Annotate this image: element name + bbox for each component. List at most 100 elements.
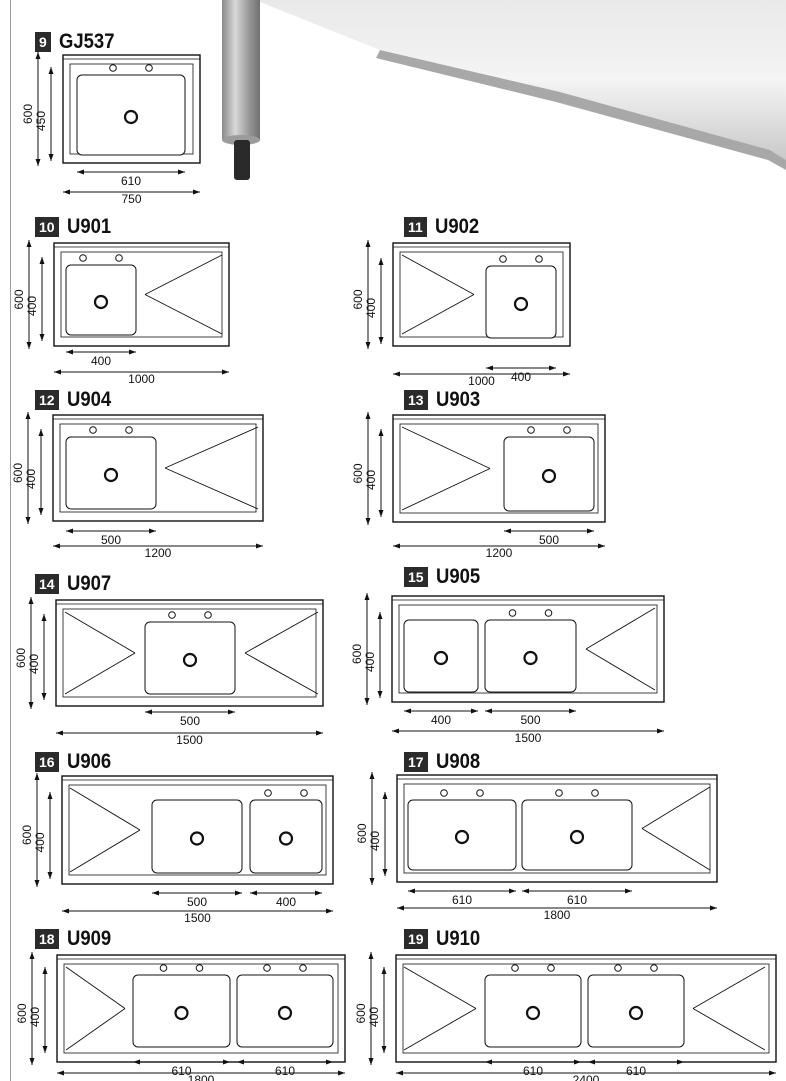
drainboard-groove (244, 611, 319, 654)
bowl (249, 799, 323, 874)
drainboard-groove (403, 1008, 477, 1051)
drainboard-groove (401, 254, 475, 295)
item-header: 19 U910 (404, 927, 486, 951)
depth-dimension-arrow-bottom (365, 342, 371, 349)
tap-hole (263, 964, 271, 972)
bowl-depth-dimension-arrow-top (39, 257, 45, 264)
depth-dimension-arrow-bottom (34, 880, 40, 887)
depth-dimension-arrow-top (29, 952, 35, 959)
length-dimension-arrow-right (316, 730, 323, 736)
depth-label: 600 (351, 463, 365, 483)
drainboard-groove (69, 829, 141, 873)
depth-dimension-arrow-bottom (26, 342, 32, 349)
inner-rim (62, 608, 317, 698)
item-number-badge: 19 (404, 929, 428, 949)
bowl-width-dimension-arrow-left (485, 1059, 492, 1065)
inner-rim (398, 604, 658, 694)
model-code: U910 (435, 927, 480, 950)
bowl-width-label: 400 (511, 370, 531, 384)
drain-hole (569, 829, 585, 845)
bowl-depth-label: 450 (34, 111, 48, 131)
depth-label: 600 (21, 104, 35, 124)
length-label: 750 (121, 192, 141, 206)
model-code: U904 (66, 388, 111, 411)
bowl (485, 265, 557, 339)
bowl-width-label: 400 (276, 895, 296, 909)
tap-hole (89, 426, 97, 434)
tap-hole (511, 964, 519, 972)
drainboard-groove (692, 966, 766, 1009)
length-dimension-arrow-left (54, 369, 61, 375)
model-code: U908 (435, 750, 480, 773)
length-label: 1500 (184, 911, 211, 925)
length-label: 1500 (515, 731, 542, 745)
inner-rim (402, 963, 770, 1054)
bowl-depth-dimension-arrow-top (48, 67, 54, 74)
tap-hole (204, 611, 212, 619)
length-dimension-arrow-left (393, 371, 400, 377)
depth-label: 600 (12, 289, 26, 309)
bowl (76, 74, 186, 156)
bowl-depth-label: 400 (27, 654, 41, 674)
inner-rim (399, 423, 599, 514)
bowl (403, 619, 479, 693)
tap-hole (115, 254, 123, 262)
depth-label: 600 (350, 644, 364, 664)
bowl-width-label: 610 (452, 893, 472, 907)
inner-rim (403, 783, 711, 874)
length-dimension-arrow-left (62, 908, 69, 914)
depth-dimension-arrow-top (364, 593, 370, 600)
bowl-width-dimension-arrow-left (588, 1059, 595, 1065)
tap-hole (547, 964, 555, 972)
bowl-width-label: 400 (91, 354, 111, 368)
drainboard-groove (641, 828, 711, 871)
bowl-depth-dimension-arrow-bottom (42, 1046, 48, 1053)
drainboard-groove (144, 254, 223, 295)
drainboard-groove (164, 426, 259, 469)
depth-label: 600 (351, 289, 365, 309)
length-dimension-arrow-right (222, 369, 229, 375)
drain-hole (433, 650, 449, 666)
length-dimension-arrow-left (393, 543, 400, 549)
depth-dimension-arrow-bottom (29, 1058, 35, 1065)
tap-hole (476, 789, 484, 797)
bowl-depth-dimension-arrow-bottom (41, 693, 47, 700)
drain-hole (123, 109, 139, 125)
bowl-width-label: 610 (275, 1064, 295, 1078)
model-code: U909 (66, 927, 111, 950)
drainboard-groove (585, 648, 656, 691)
drain-hole (523, 650, 538, 666)
bowl-width-label: 610 (171, 1064, 191, 1078)
depth-label: 600 (355, 823, 369, 843)
leg-foot (234, 140, 250, 180)
drainboard-groove (164, 467, 259, 510)
bowl-width-dimension-arrow-right (315, 890, 322, 896)
bowl-depth-label: 400 (28, 1007, 42, 1027)
tap-hole (264, 789, 272, 797)
drainboard-groove (401, 294, 475, 335)
bowl (503, 436, 595, 512)
tap-hole (555, 789, 563, 797)
bowl-width-dimension-arrow-right (129, 349, 136, 355)
length-dimension-arrow-right (326, 908, 333, 914)
bowl-depth-label: 400 (363, 652, 377, 672)
length-label: 1800 (544, 908, 571, 922)
tap-hole (614, 964, 622, 972)
bowl-width-dimension-arrow-right (326, 1059, 333, 1065)
bowl (484, 619, 577, 693)
drain-hole (541, 468, 557, 484)
tap-hole (195, 964, 204, 972)
drain-hole (628, 1005, 644, 1021)
item-number-badge: 11 (404, 217, 427, 237)
bowl-depth-dimension-arrow-top (38, 429, 44, 436)
model-code: U905 (435, 565, 480, 588)
worktop-surface (255, 0, 786, 160)
bowl-width-dimension-arrow-left (522, 888, 529, 894)
